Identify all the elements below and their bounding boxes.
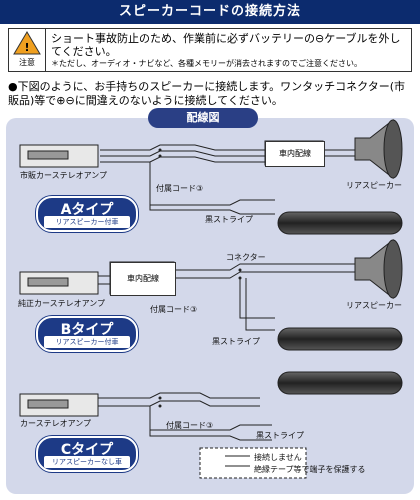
warning-note: ＊ただし、オーディオ・ナビなど、各種メモリーが消去されますのでご注意ください。 — [51, 59, 363, 68]
diagram-title: 配線図 — [148, 108, 258, 128]
bar-speaker-a — [277, 211, 403, 235]
connector-label-b: コネクター — [226, 253, 266, 262]
vehicle-wiring-label-a: 車内配線 — [265, 141, 325, 167]
type-sub-b: リアスピーカー付車 — [44, 336, 130, 348]
bar-speaker-c — [277, 371, 403, 395]
type-title-c: Cタイプ — [60, 442, 114, 458]
warning-icon: ! — [13, 31, 41, 55]
type-sub-c: リアスピーカーなし車 — [44, 456, 130, 468]
type-badge-a: Aタイプ リアスピーカー付車 — [36, 196, 138, 232]
cord-label-c: 付属コード③ — [166, 421, 214, 430]
amp-label-b: 純正カーステレオアンプ — [18, 299, 106, 308]
warning-icon-cell: ! 注意 — [9, 29, 46, 71]
type-sub-a: リアスピーカー付車 — [44, 216, 130, 228]
warning-text: ショート事故防止のため、作業前に必ずバッテリーの⊖ケーブルを外してください。 — [51, 32, 401, 58]
type-badge-b: Bタイプ リアスピーカー付車 — [36, 316, 138, 352]
type-badge-c: Cタイプ リアスピーカーなし車 — [36, 436, 138, 472]
protect-note: 絶縁テープ等で端子を保護する — [254, 465, 366, 474]
stripe-label-c: 黒ストライプ — [256, 431, 304, 440]
cord-label-a: 付属コード③ — [156, 184, 204, 193]
stripe-label-b: 黒ストライプ — [212, 337, 260, 346]
rear-speaker-label-a: リアスピーカー — [346, 181, 402, 190]
bar-speaker-b — [277, 327, 403, 351]
unused-note: 接続しません — [254, 453, 302, 462]
amp-label-c: カーステレオアンプ — [20, 419, 92, 428]
svg-text:!: ! — [24, 41, 29, 54]
unused-terminal-box — [199, 447, 307, 479]
type-title-a: Aタイプ — [60, 202, 114, 218]
amp-label-a: 市販カーステレオアンプ — [20, 171, 108, 180]
warning-label: 注意 — [19, 58, 35, 67]
stripe-label-a: 黒ストライプ — [205, 215, 253, 224]
cord-label-b: 付属コード③ — [150, 305, 198, 314]
rear-speaker-label-b: リアスピーカー — [346, 301, 402, 310]
type-title-b: Bタイプ — [60, 322, 114, 338]
warning-box: ! 注意 ショート事故防止のため、作業前に必ずバッテリーの⊖ケーブルを外してくだ… — [8, 28, 412, 72]
page-title: スピーカーコードの接続方法 — [0, 0, 420, 24]
diagram-panel — [6, 118, 414, 494]
intro-text: ●下図のように、お手持ちのスピーカーに接続します。ワンタッチコネクター(市販品)… — [8, 80, 406, 107]
vehicle-wiring-label-b: 車内配線 — [110, 262, 176, 296]
